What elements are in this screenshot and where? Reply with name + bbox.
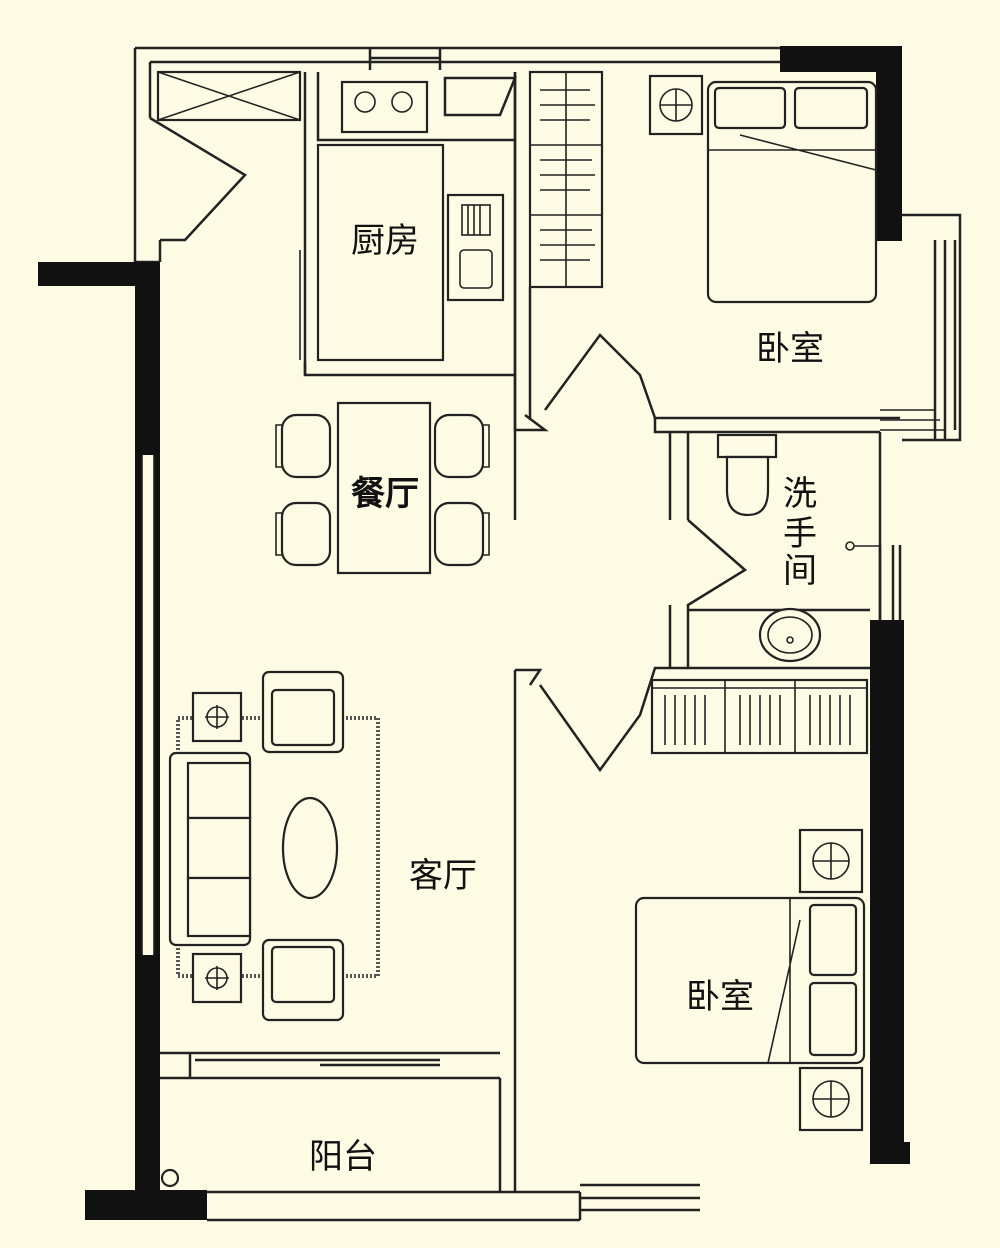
chair-icon [275, 413, 332, 479]
sofa-icon [168, 751, 252, 947]
bathroom-area [668, 432, 882, 670]
chair-icon [433, 413, 490, 479]
bathroom-label-2: 手 [783, 514, 817, 554]
bedroom-bottom-area [634, 678, 869, 1132]
kitchen-label: 厨房 [351, 221, 419, 261]
balcony-label: 阳台 [309, 1137, 377, 1177]
bed-icon [706, 80, 878, 304]
living-area [168, 670, 380, 1022]
lamp-icon [798, 828, 864, 894]
coffee-table [281, 796, 339, 900]
bathroom-label-1: 洗 [783, 474, 817, 514]
bathroom-label-3: 间 [783, 551, 817, 591]
bed-icon [634, 896, 866, 1065]
lamp-icon [798, 1066, 864, 1132]
basin-icon [758, 607, 822, 663]
kitchen-area [299, 72, 517, 377]
dining-label: 餐厅 [351, 474, 419, 514]
wardrobe-top [528, 70, 604, 289]
outer-walls [38, 46, 962, 1222]
wardrobe-bottom [650, 678, 869, 755]
bedroom-bottom-label: 卧室 [686, 977, 754, 1017]
armchair-icon [261, 938, 345, 1022]
balcony-area [160, 1051, 502, 1192]
bedroom-top-label: 卧室 [756, 329, 824, 369]
dining-area [275, 362, 517, 575]
bedroom-top-area [513, 72, 900, 434]
armchair-icon [261, 670, 345, 754]
chair-icon [275, 501, 332, 567]
chair-icon [433, 501, 490, 567]
lamp-icon [191, 952, 243, 1004]
stove-icon [340, 80, 429, 134]
living-label: 客厅 [409, 856, 477, 896]
sink-icon [446, 193, 505, 302]
hallway-doors [513, 666, 688, 1192]
toilet-icon [716, 433, 778, 517]
lamp-icon [191, 691, 243, 743]
entry-cabinet [149, 70, 302, 242]
lamp-icon [648, 74, 704, 136]
